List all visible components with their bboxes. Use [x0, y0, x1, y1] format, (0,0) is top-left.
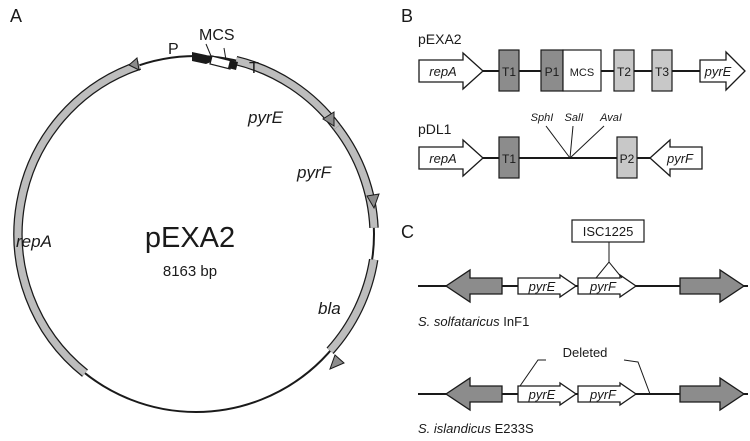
terminator-label: T [249, 60, 259, 77]
panel-c-letter: C [401, 222, 414, 242]
construct-pdl1: pDL1 repA T1 P2 pyrF SphI SalI AvaI [418, 112, 703, 179]
repA-arrowhead [128, 57, 140, 71]
pdl1-pyrF-gene-label: pyrF [666, 151, 694, 166]
p2-promoter [616, 136, 638, 179]
pyrF-arc-outline [333, 124, 379, 229]
pyrE-gene-label: pyrE [704, 64, 732, 79]
t2-terminator [613, 49, 635, 92]
pdl1-pyrF-gene-arrow [649, 138, 703, 178]
terminator-box [228, 60, 238, 70]
solfataricus-pyrF-label: pyrF [589, 279, 617, 294]
locus-solfataricus: pyrE pyrF ISC1225 S. solfataricus InF1 [418, 219, 748, 329]
deletion-bracket-left [519, 359, 546, 387]
locus-islandicus: pyrE pyrF Deleted S. islandicus E233S [418, 345, 748, 436]
pyrE-label: pyrE [247, 108, 284, 127]
pyrF-label: pyrF [296, 163, 333, 182]
bla-arc [327, 259, 378, 354]
solfataricus-pyrE-label: pyrE [528, 279, 556, 294]
pyrE-arrowhead [322, 111, 335, 127]
p1-label: P1 [545, 65, 560, 79]
site-sphi: SphI [531, 112, 554, 124]
panel-b-letter: B [401, 6, 413, 26]
repA-arc [14, 61, 141, 376]
islandicus-pyrE-gene [517, 381, 578, 407]
solfataricus-pyrF-gene [577, 273, 638, 299]
islandicus-left-flank-gene [444, 376, 503, 412]
p2-label: P2 [620, 152, 635, 166]
solfataricus-pyrE-gene [517, 273, 578, 299]
islandicus-species: S. islandicus [418, 421, 491, 436]
solfataricus-left-flank-gene [444, 268, 503, 304]
islandicus-pyrE-label: pyrE [528, 387, 556, 402]
plasmid-map: P MCS T pyrE pyrF repA bla pEXA2 8163 bp [13, 27, 380, 413]
solfataricus-species: S. solfataricus [418, 314, 500, 329]
deleted-label: Deleted [563, 345, 608, 360]
construct-pdl1-name: pDL1 [418, 121, 452, 137]
pyrF-arc [334, 125, 378, 228]
solfataricus-right-flank-gene [679, 268, 746, 304]
pdl1-repA-gene-arrow [418, 138, 484, 178]
repA-arc-outline [13, 60, 142, 377]
mcs-leader-1 [205, 43, 212, 57]
mcs-region-label: MCS [570, 67, 594, 79]
mcs-label: MCS [199, 27, 235, 44]
isc1225-box [571, 219, 645, 243]
bla-arrowhead [329, 354, 345, 370]
mcs-region [562, 49, 602, 92]
panel-a-letter: A [10, 6, 22, 26]
sali-leader [569, 125, 574, 159]
pyrF-arrowhead [366, 193, 380, 210]
solfataricus-strain-caption: S. solfataricus InF1 [418, 314, 529, 329]
t3-terminator [651, 49, 673, 92]
avai-leader [569, 125, 605, 159]
sphi-leader [545, 125, 571, 159]
plasmid-size: 8163 bp [163, 263, 217, 280]
solfataricus-strain-id: InF1 [503, 314, 529, 329]
islandicus-pyrF-label: pyrF [589, 387, 617, 402]
plasmid-name: pEXA2 [145, 222, 235, 254]
site-avai: AvaI [599, 112, 622, 124]
islandicus-strain-caption: S. islandicus E233S [418, 421, 534, 436]
t1-terminator [498, 49, 520, 92]
insertion-site-marker [595, 261, 623, 279]
islandicus-pyrF-gene [577, 381, 638, 407]
bla-label: bla [318, 299, 341, 318]
pdl1-t1-terminator [498, 136, 520, 179]
construct-pexa2: pEXA2 repA T1 P1 MCS T2 T3 pyrE [418, 31, 746, 92]
site-sali: SalI [565, 112, 584, 124]
deletion-bracket-right [623, 359, 651, 395]
repA-label: repA [16, 232, 52, 251]
mcs-box [209, 55, 233, 70]
promoter-label: P [168, 41, 179, 58]
pdl1-t1-label: T1 [502, 152, 516, 166]
t3-label: T3 [655, 65, 669, 79]
islandicus-right-flank-gene [679, 376, 746, 412]
t1-label: T1 [502, 65, 516, 79]
repA-gene-label: repA [429, 64, 456, 79]
mcs-leader-2 [223, 47, 227, 61]
pyrE-gene-arrow [699, 50, 746, 92]
islandicus-strain-id: E233S [495, 421, 534, 436]
t2-label: T2 [617, 65, 631, 79]
promoter-arrow [192, 52, 216, 64]
pdl1-repA-gene-label: repA [429, 151, 456, 166]
repA-gene-arrow [418, 51, 484, 91]
isc1225-label: ISC1225 [583, 224, 634, 239]
construct-pexa2-name: pEXA2 [418, 31, 462, 47]
